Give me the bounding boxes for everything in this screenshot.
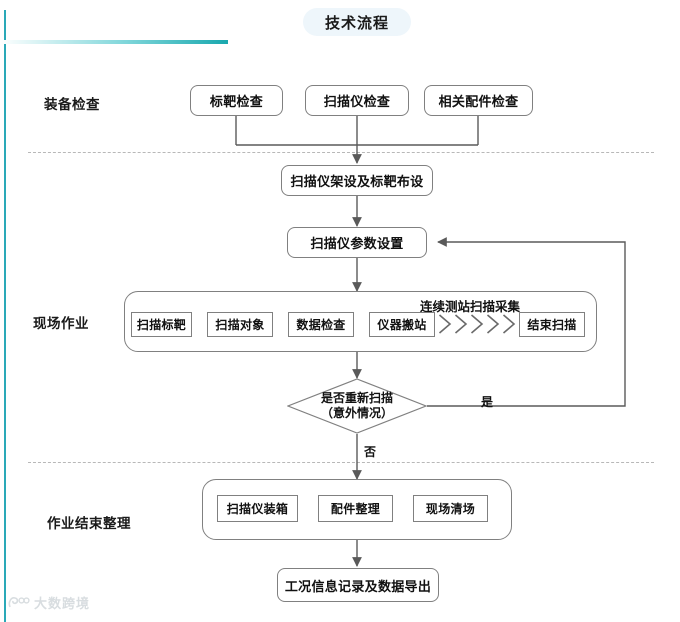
watermark-text: 大数跨境 (34, 596, 91, 611)
watermark: 大数跨境 (8, 593, 90, 612)
node-pack-scanner[interactable]: 扫描仪装箱 (217, 495, 298, 522)
edge-label-no: 否 (364, 445, 377, 459)
divider-field-wrapup (28, 462, 654, 463)
continuous-chevrons (438, 313, 518, 335)
section-label-wrap-up: 作业结束整理 (47, 516, 131, 531)
chevron-right-icon (438, 314, 452, 334)
node-tidy-accessories[interactable]: 配件整理 (318, 495, 393, 522)
node-scan-target[interactable]: 扫描标靶 (131, 312, 192, 337)
section-label-equipment-check: 装备检查 (44, 97, 100, 112)
chevron-right-icon (454, 314, 468, 334)
chevron-right-icon (486, 314, 500, 334)
chevron-right-icon (502, 314, 516, 334)
section-label-field-work: 现场作业 (33, 316, 89, 331)
title-underline-gradient (0, 40, 228, 44)
decision-rescan[interactable]: 是否重新扫描 （意外情况） (287, 378, 427, 434)
node-scan-object[interactable]: 扫描对象 (207, 312, 273, 337)
left-accent-rail (4, 10, 6, 622)
node-record-and-export[interactable]: 工况信息记录及数据导出 (277, 568, 439, 602)
node-scanner-parameters[interactable]: 扫描仪参数设置 (287, 227, 427, 258)
node-check-target[interactable]: 标靶检查 (190, 85, 283, 116)
chevron-right-icon (470, 314, 484, 334)
continuous-scan-label: 连续测站扫描采集 (420, 300, 521, 314)
node-end-scan[interactable]: 结束扫描 (519, 312, 585, 337)
node-check-scanner[interactable]: 扫描仪检查 (305, 85, 409, 116)
page-title-text: 技术流程 (324, 14, 389, 32)
node-data-check[interactable]: 数据检查 (288, 312, 354, 337)
node-move-station[interactable]: 仪器搬站 (369, 312, 435, 337)
page-title: 技术流程 (303, 8, 411, 36)
field-work-group (124, 291, 597, 352)
node-check-accessories[interactable]: 相关配件检查 (424, 85, 533, 116)
node-clear-site[interactable]: 现场清场 (413, 495, 488, 522)
node-setup-scanner-targets[interactable]: 扫描仪架设及标靶布设 (281, 165, 433, 196)
watermark-logo-icon (8, 596, 30, 610)
divider-equipment-field (28, 152, 654, 153)
edge-label-yes: 是 (481, 395, 494, 409)
